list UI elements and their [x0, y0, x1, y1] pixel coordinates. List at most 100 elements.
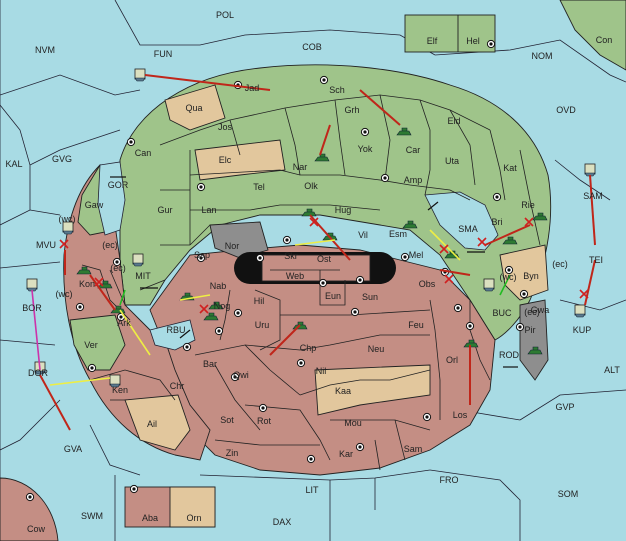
territory-label-kon: Kon [79, 279, 95, 289]
supply-center-dot [261, 406, 265, 410]
territory-label-can: Can [135, 148, 152, 158]
territory-label-hil: Hil [254, 296, 265, 306]
territory-label-ken: Ken [112, 385, 128, 395]
supply-center-dot [119, 315, 123, 319]
territory-label-chp: Chp [300, 343, 317, 353]
territory-label-mel: Mel [409, 250, 424, 260]
fleet-hull-icon [26, 287, 38, 292]
sea-label-pol: POL [216, 10, 234, 20]
supply-center-dot [185, 345, 189, 349]
sea-label-rbu: RBU [166, 325, 185, 335]
supply-center-dot [518, 325, 522, 329]
coast-label: (ec) [524, 307, 540, 317]
territory-label-kat: Kat [503, 163, 517, 173]
sea-label-cow: Cow [27, 524, 46, 534]
territory-label-elf: Elf [427, 36, 438, 46]
sea-label-nvm: NVM [35, 45, 55, 55]
supply-center-dot [28, 495, 32, 499]
ail-neutral [124, 394, 191, 451]
sea-label-lit: LIT [305, 485, 319, 495]
army-unit-icon [203, 312, 219, 321]
sea-label-buc: BUC [492, 308, 512, 318]
qua-neutral [164, 84, 226, 131]
supply-center-dot [217, 329, 221, 333]
fleet-unit-icon [134, 68, 146, 80]
territory-label-vil: Vil [358, 230, 368, 240]
territory-label-ost: Ost [317, 254, 332, 264]
fleet-hull-icon [574, 313, 586, 318]
supply-center-dot [233, 375, 237, 379]
fleet-hull-icon [62, 230, 74, 235]
fleet-unit-icon [574, 304, 586, 316]
territory-label-eld: Eld [447, 116, 460, 126]
territory-label-uta: Uta [445, 156, 459, 166]
army-unit-icon [396, 127, 412, 136]
sea-label-ovd: OVD [556, 105, 576, 115]
territory-label-elc: Elc [219, 155, 232, 165]
fleet-unit-icon [109, 374, 121, 386]
supply-center-dot [358, 278, 362, 282]
supply-center-dot [236, 311, 240, 315]
fleet-hull-icon [584, 172, 596, 177]
supply-center-dot [383, 176, 387, 180]
supply-center-dot [425, 415, 429, 419]
sea-label-mit: MIT [135, 271, 151, 281]
coast-label: (ec) [552, 259, 568, 269]
territory-label-ail: Ail [147, 419, 157, 429]
territory-label-hug: Hug [335, 205, 352, 215]
territory-label-rie: Rie [521, 200, 535, 210]
territory-label-sap: Sap [194, 250, 210, 260]
supply-center-dot [522, 292, 526, 296]
coast-label: (wc) [59, 214, 76, 224]
territory-label-ark: Ark [117, 318, 131, 328]
sea-label-gvp: GVP [555, 402, 574, 412]
fleet-unit-icon [584, 163, 596, 175]
supply-center-dot [285, 238, 289, 242]
supply-center-dot [299, 361, 303, 365]
territory-label-neu: Neu [368, 344, 385, 354]
territory-label-uru: Uru [255, 320, 270, 330]
territory-label-web: Web [286, 271, 304, 281]
supply-center-dot [321, 281, 325, 285]
army-unit-icon [502, 236, 518, 245]
supply-centers [25, 39, 529, 502]
territory-label-byn: Byn [523, 271, 539, 281]
territory-borders [81, 94, 541, 471]
sea-label-gvg: GVG [52, 154, 72, 164]
territory-label-qwi: Qwi [233, 370, 249, 380]
sea-label-fro: FRO [440, 475, 459, 485]
supply-center-dot [456, 306, 460, 310]
coast-label: (wc) [500, 272, 517, 282]
supply-center-dot [363, 130, 367, 134]
territory-label-sch: Sch [329, 85, 345, 95]
sea-label-sma: SMA [458, 224, 478, 234]
territory-label-esm: Esm [389, 229, 407, 239]
territory-label-kaa: Kaa [335, 386, 351, 396]
territory-label-ver: Ver [84, 340, 98, 350]
fleet-hull-icon [132, 262, 144, 267]
ver-region [69, 314, 126, 371]
order-arrows [31, 74, 596, 431]
sea-label-gva: GVA [64, 444, 82, 454]
sea-label-con: Con [596, 35, 613, 45]
fleet-hull-icon [134, 77, 146, 82]
territory-label-feu: Feu [408, 320, 424, 330]
sea-label-sam: SAM [583, 191, 603, 201]
supply-center-dot [495, 195, 499, 199]
sea-label-kal: KAL [5, 159, 22, 169]
supply-center-dot [258, 256, 262, 260]
territory-label-bar: Bar [203, 359, 217, 369]
territory-label-jos: Jos [218, 122, 233, 132]
supply-center-dot [358, 445, 362, 449]
territory-label-orl: Orl [446, 355, 458, 365]
fleet-unit-icon [132, 253, 144, 265]
territory-label-obs: Obs [419, 279, 436, 289]
territory-label-nog: Nog [214, 301, 231, 311]
territory-label-los: Los [453, 410, 468, 420]
army-unit-icon [402, 220, 418, 229]
gor-lake [97, 161, 126, 236]
army-unit-icon [97, 280, 113, 289]
failed-orders [59, 217, 589, 314]
territory-label-skr: Skr [284, 251, 298, 261]
